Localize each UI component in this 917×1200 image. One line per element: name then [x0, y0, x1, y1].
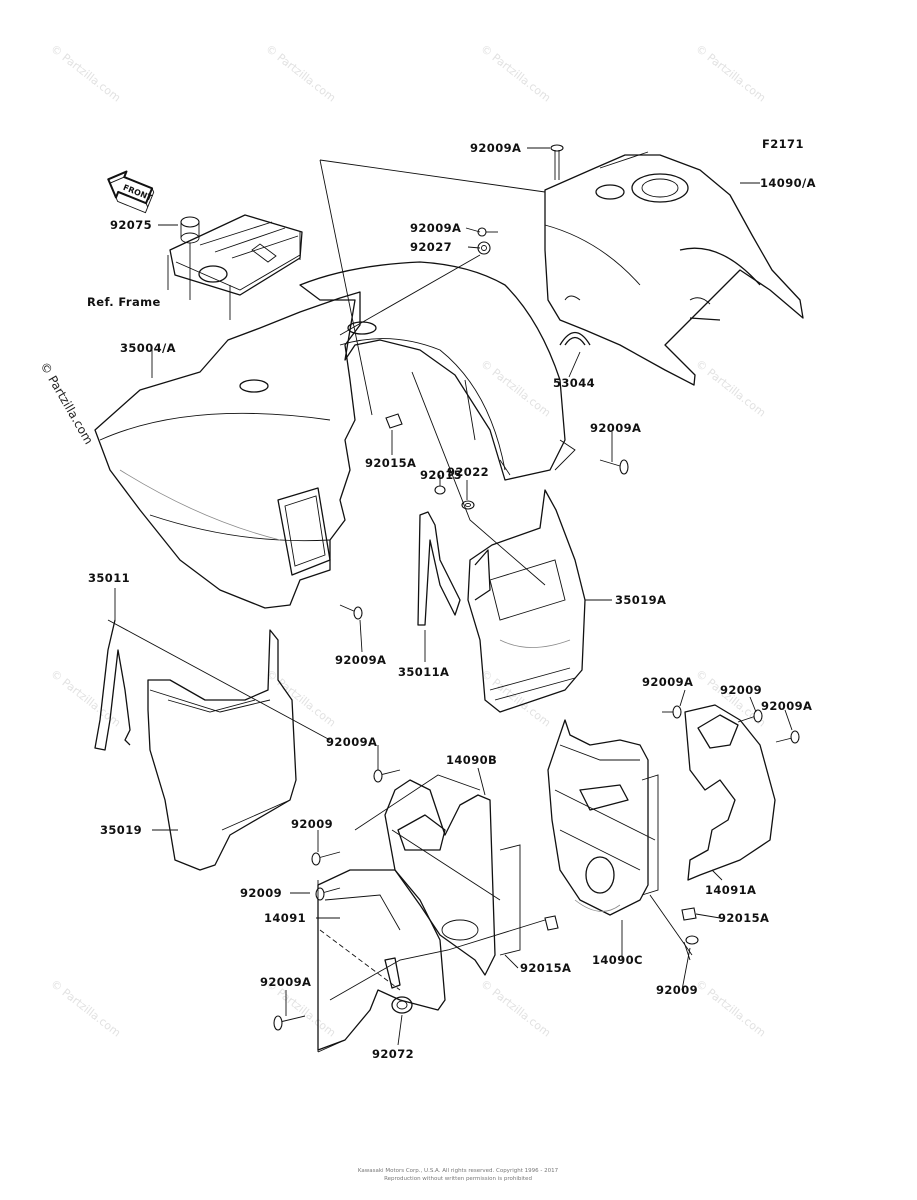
part-label-layer: 92009A 14090/A 92075 92009A 92027 35004/A 5304…	[88, 141, 816, 1061]
part-label-5: 35004/A	[120, 341, 176, 355]
side-cover-14090b	[384, 779, 521, 976]
watermark-6: © Partzilla.com	[693, 357, 768, 420]
side-cover-14090c	[547, 719, 659, 916]
part-label-12: 35019A	[615, 593, 666, 607]
part-label-16: 92009A	[642, 675, 693, 689]
part-label-24: 14091A	[705, 883, 756, 897]
watermark-11: © Partzilla.com	[48, 977, 123, 1040]
side-panel-14091	[317, 869, 446, 1051]
reference-lines	[107, 159, 693, 1053]
inner-fender-panel	[299, 261, 576, 481]
part-label-4: 92027	[410, 240, 452, 254]
watermark-4: © Partzilla.com	[37, 360, 95, 447]
leader-lines	[114, 147, 793, 1046]
frame-reference-icon	[167, 214, 303, 320]
mud-flap-35019	[147, 629, 297, 871]
part-label-0: 92009A	[470, 141, 521, 155]
part-label-17: 92009	[720, 683, 762, 697]
part-label-14: 35011A	[398, 665, 449, 679]
watermark-7: © Partzilla.com	[48, 667, 123, 730]
part-label-21: 92009	[291, 817, 333, 831]
watermark-8: © Partzilla.com	[263, 667, 338, 730]
part-label-1: 14090/A	[760, 176, 816, 190]
part-label-15: 92009A	[326, 735, 377, 749]
part-label-9: 92022	[447, 465, 489, 479]
part-label-7: 92015A	[365, 456, 416, 470]
ref-frame-label: Ref. Frame	[87, 295, 161, 309]
part-label-30: 92072	[372, 1047, 414, 1061]
part-label-28: 92009A	[260, 975, 311, 989]
part-label-20: 35019	[100, 823, 142, 837]
part-label-13: 92009A	[335, 653, 386, 667]
watermark-13: © Partzilla.com	[478, 977, 553, 1040]
part-label-8: 92015	[420, 468, 462, 482]
watermark-3: © Partzilla.com	[693, 42, 768, 105]
watermark-5: © Partzilla.com	[478, 357, 553, 420]
part-label-23: 14091	[264, 911, 306, 925]
part-label-10: 92009A	[590, 421, 641, 435]
part-label-18: 92009A	[761, 699, 812, 713]
part-label-29: 92009	[656, 983, 698, 997]
bracket-35011	[94, 619, 131, 751]
watermark-1: © Partzilla.com	[263, 42, 338, 105]
footer-line-2: Reproduction without written permission …	[384, 1176, 532, 1182]
part-label-11: 35011	[88, 571, 130, 585]
part-label-27: 14090C	[592, 953, 643, 967]
watermark-14: © Partzilla.com	[693, 977, 768, 1040]
part-label-19: 14090B	[446, 753, 497, 767]
grommet-53044	[559, 331, 591, 346]
front-fender-35004a	[94, 291, 361, 609]
part-label-6: 53044	[553, 376, 595, 390]
hardware-group	[273, 227, 800, 1031]
watermark-2: © Partzilla.com	[478, 42, 553, 105]
part-label-26: 92015A	[520, 961, 571, 975]
part-label-2: 92075	[110, 218, 152, 232]
rear-cover-14090a	[544, 151, 804, 386]
splash-guard-35019a	[467, 489, 586, 713]
part-label-25: 92015A	[718, 911, 769, 925]
bracket-35011a	[417, 511, 461, 626]
part-label-22: 92009	[240, 886, 282, 900]
footer-line-1: Kawasaki Motors Corp., U.S.A. All rights…	[358, 1168, 559, 1174]
front-arrow-icon: FRONT	[107, 170, 155, 214]
clip-92072	[391, 996, 413, 1014]
watermark-0: © Partzilla.com	[48, 42, 123, 105]
side-panel-14091a	[684, 704, 776, 881]
part-label-3: 92009A	[410, 221, 461, 235]
figure-code: F2171	[762, 137, 804, 151]
bolt-92009a-top-icon	[550, 144, 564, 180]
